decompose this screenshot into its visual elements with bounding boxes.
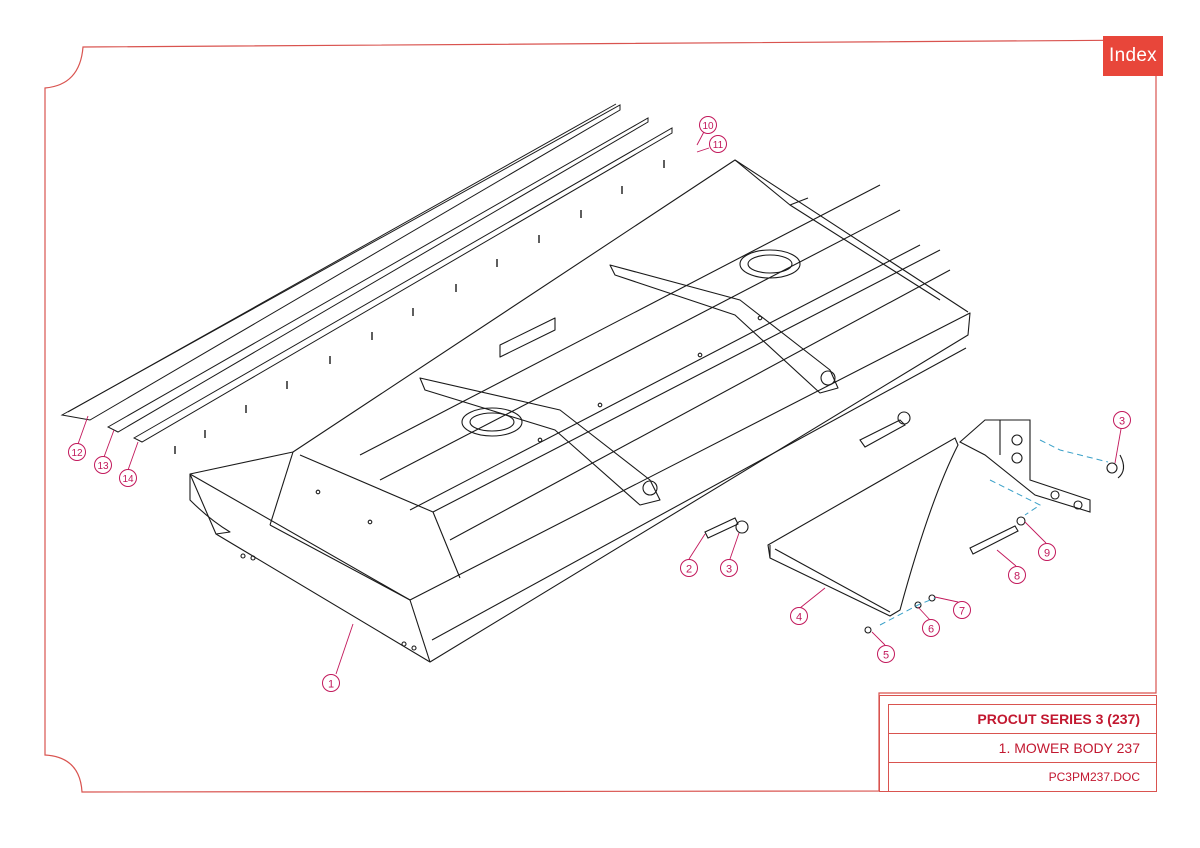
callout-10-label: 10	[702, 121, 714, 132]
callout-13-label: 13	[97, 461, 109, 472]
bolt-row	[174, 160, 665, 454]
callout-5-label: 5	[883, 650, 889, 662]
callout-7: 7	[953, 601, 971, 619]
callout-2: 2	[680, 559, 698, 577]
callout-10: 10	[699, 116, 717, 134]
title-block: PROCUT SERIES 3 (237) 1. MOWER BODY 237 …	[879, 695, 1157, 792]
callout-14-label: 14	[122, 474, 134, 485]
title-block-inner: PROCUT SERIES 3 (237) 1. MOWER BODY 237 …	[888, 704, 1156, 791]
side-bracket	[704, 411, 1125, 634]
index-button[interactable]: Index	[1103, 36, 1163, 76]
callout-8-label: 8	[1014, 571, 1020, 583]
callout-11: 11	[709, 135, 727, 153]
callout-3a-label: 3	[726, 564, 732, 576]
callout-1-label: 1	[328, 679, 334, 691]
callout-9-label: 9	[1044, 548, 1050, 560]
drawing-frame	[44, 39, 1157, 793]
callout-2-label: 2	[686, 564, 692, 576]
assembly-guides	[879, 439, 1109, 626]
callout-9: 9	[1038, 543, 1056, 561]
callout-6-label: 6	[928, 624, 934, 636]
mower-body	[189, 159, 971, 663]
document-code: PC3PM237.DOC	[1048, 770, 1140, 784]
callout-5: 5	[877, 645, 895, 663]
callout-3a: 3	[720, 559, 738, 577]
callout-6: 6	[922, 619, 940, 637]
blade-strips	[60, 103, 673, 443]
drawing-title: 1. MOWER BODY 237	[889, 734, 1156, 763]
callout-1: 1	[322, 674, 340, 692]
callout-12-label: 12	[71, 448, 83, 459]
callout-12: 12	[68, 443, 86, 461]
callout-3b-label: 3	[1119, 416, 1125, 428]
callout-8: 8	[1008, 566, 1026, 584]
callout-14: 14	[119, 469, 137, 487]
callout-13: 13	[94, 456, 112, 474]
callout-11-label: 11	[713, 140, 724, 151]
series-title: PROCUT SERIES 3 (237)	[889, 705, 1156, 734]
callout-4-label: 4	[796, 612, 802, 624]
callout-7-label: 7	[959, 606, 965, 618]
callout-3b: 3	[1113, 411, 1131, 429]
callout-leaders	[77, 127, 1122, 675]
callout-4: 4	[790, 607, 808, 625]
